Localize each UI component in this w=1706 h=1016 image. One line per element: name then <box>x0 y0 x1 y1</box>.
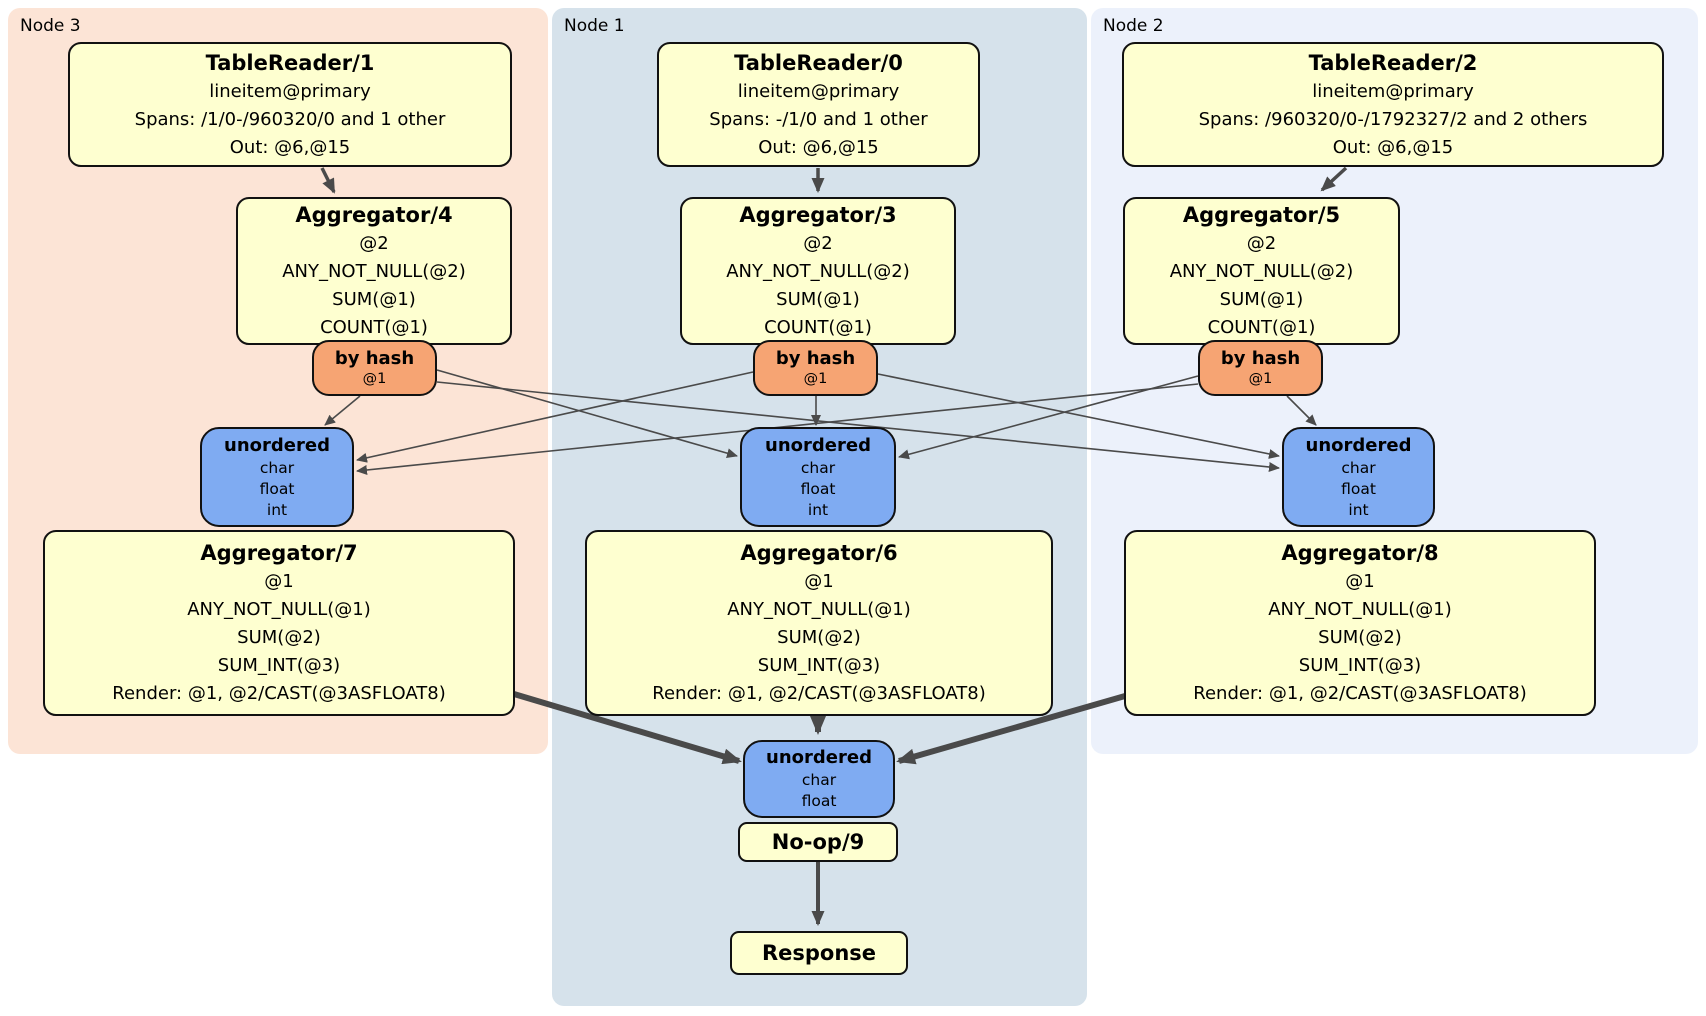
unordered3-col1: char <box>259 458 295 477</box>
response-title: Response <box>761 941 877 965</box>
aggregator6-title: Aggregator/6 <box>740 541 898 565</box>
edge-aggregator7-to-unordered_sink <box>513 691 742 765</box>
aggregator4-title: Aggregator/4 <box>295 203 453 227</box>
aggregator6-group: @1 <box>804 571 834 592</box>
byhash1-key: @1 <box>803 370 828 387</box>
tablereader2-node: TableReader/2 lineitem@primary Spans: /9… <box>1122 42 1664 167</box>
aggregator8-fn2: SUM(@2) <box>1318 627 1402 648</box>
byhash2-router: by hash @1 <box>1198 340 1323 396</box>
aggregator3-fn3: COUNT(@1) <box>764 317 872 338</box>
unordered3-stream: unordered char float int <box>200 427 354 527</box>
byhash3-title: by hash <box>334 347 415 369</box>
tablereader1-out: Out: @6,@15 <box>229 136 351 158</box>
tablereader2-index: lineitem@primary <box>1312 80 1474 102</box>
unordered2-stream: unordered char float int <box>1282 427 1435 527</box>
aggregator5-fn1: ANY_NOT_NULL(@2) <box>1169 261 1354 282</box>
aggregator8-fn3: SUM_INT(@3) <box>1298 655 1422 676</box>
aggregator5-title: Aggregator/5 <box>1182 203 1341 227</box>
edge-tablereader1-to-aggregator4 <box>320 167 336 194</box>
unordered1-stream: unordered char float int <box>740 427 896 527</box>
node1-panel-label: Node 1 <box>564 16 625 36</box>
unordered-sink-col1: char <box>801 771 837 789</box>
aggregator8-render: Render: @1, @2/CAST(@3ASFLOAT8) <box>1193 683 1527 704</box>
unordered1-col3: int <box>807 500 829 519</box>
edge-byhash3-to-unordered1 <box>436 369 738 459</box>
unordered-sink-stream: unordered char float <box>743 740 895 818</box>
aggregator4-node: Aggregator/4 @2 ANY_NOT_NULL(@2) SUM(@1)… <box>236 197 512 345</box>
aggregator6-fn3: SUM_INT(@3) <box>757 655 881 676</box>
byhash3-router: by hash @1 <box>312 340 437 396</box>
aggregator6-fn2: SUM(@2) <box>777 627 861 648</box>
aggregator3-node: Aggregator/3 @2 ANY_NOT_NULL(@2) SUM(@1)… <box>680 197 956 345</box>
unordered-sink-col2: float <box>801 792 837 810</box>
aggregator7-fn2: SUM(@2) <box>237 627 321 648</box>
aggregator7-fn3: SUM_INT(@3) <box>217 655 341 676</box>
aggregator5-fn2: SUM(@1) <box>1219 289 1304 310</box>
byhash1-router: by hash @1 <box>753 340 878 396</box>
aggregator5-group: @2 <box>1246 233 1277 254</box>
aggregator4-fn1: ANY_NOT_NULL(@2) <box>282 261 466 282</box>
aggregator7-title: Aggregator/7 <box>200 541 358 565</box>
aggregator3-fn1: ANY_NOT_NULL(@2) <box>726 261 910 282</box>
tablereader0-spans: Spans: -/1/0 and 1 other <box>709 108 928 130</box>
tablereader1-node: TableReader/1 lineitem@primary Spans: /1… <box>68 42 512 167</box>
unordered2-col3: int <box>1348 500 1369 519</box>
unordered1-title: unordered <box>765 434 871 456</box>
unordered3-col2: float <box>259 479 295 498</box>
aggregator8-title: Aggregator/8 <box>1281 541 1439 565</box>
aggregator6-render: Render: @1, @2/CAST(@3ASFLOAT8) <box>652 683 986 704</box>
edge-tablereader2-to-aggregator5 <box>1320 166 1348 192</box>
aggregator3-fn2: SUM(@1) <box>776 289 860 310</box>
unordered3-title: unordered <box>224 434 330 456</box>
aggregator4-fn2: SUM(@1) <box>332 289 416 310</box>
tablereader1-title: TableReader/1 <box>205 50 375 75</box>
unordered1-col1: char <box>800 458 836 477</box>
tablereader0-node: TableReader/0 lineitem@primary Spans: -/… <box>657 42 980 167</box>
edge-aggregator8-to-unordered_sink <box>896 693 1126 765</box>
unordered1-col2: float <box>800 479 836 498</box>
byhash1-title: by hash <box>775 347 856 369</box>
byhash3-key: @1 <box>362 370 387 387</box>
aggregator7-render: Render: @1, @2/CAST(@3ASFLOAT8) <box>112 683 446 704</box>
noop9-title: No-op/9 <box>771 830 865 854</box>
unordered2-col1: char <box>1341 458 1376 477</box>
byhash2-key: @1 <box>1248 370 1273 387</box>
edge-byhash1-to-unordered3 <box>356 371 754 463</box>
aggregator4-group: @2 <box>359 233 389 254</box>
unordered2-title: unordered <box>1305 434 1412 456</box>
tablereader2-spans: Spans: /960320/0-/1792327/2 and 2 others <box>1198 108 1588 130</box>
tablereader2-out: Out: @6,@15 <box>1332 136 1454 158</box>
aggregator3-group: @2 <box>803 233 833 254</box>
edge-byhash3-to-unordered3 <box>324 395 361 426</box>
node3-panel-label: Node 3 <box>20 16 81 36</box>
aggregator5-node: Aggregator/5 @2 ANY_NOT_NULL(@2) SUM(@1)… <box>1123 197 1400 345</box>
edge-byhash2-to-unordered2 <box>1286 395 1317 426</box>
aggregator4-fn3: COUNT(@1) <box>320 317 428 338</box>
tablereader1-index: lineitem@primary <box>209 80 371 102</box>
edge-byhash3-to-unordered2 <box>436 381 1280 472</box>
node2-panel-label: Node 2 <box>1103 16 1164 36</box>
aggregator6-node: Aggregator/6 @1 ANY_NOT_NULL(@1) SUM(@2)… <box>585 530 1053 716</box>
aggregator8-group: @1 <box>1345 571 1375 592</box>
noop9-node: No-op/9 <box>738 822 898 862</box>
aggregator7-fn1: ANY_NOT_NULL(@1) <box>187 599 371 620</box>
unordered-sink-title: unordered <box>766 747 872 768</box>
aggregator3-title: Aggregator/3 <box>739 203 897 227</box>
aggregator8-node: Aggregator/8 @1 ANY_NOT_NULL(@1) SUM(@2)… <box>1124 530 1596 716</box>
aggregator5-fn3: COUNT(@1) <box>1207 317 1316 338</box>
tablereader0-index: lineitem@primary <box>737 80 900 102</box>
aggregator7-group: @1 <box>264 571 294 592</box>
tablereader0-out: Out: @6,@15 <box>758 136 879 158</box>
unordered3-col3: int <box>266 500 288 519</box>
tablereader2-title: TableReader/2 <box>1308 50 1478 75</box>
edge-byhash1-to-unordered2 <box>877 373 1280 459</box>
unordered2-col2: float <box>1341 479 1376 498</box>
tablereader1-spans: Spans: /1/0-/960320/0 and 1 other <box>134 108 446 130</box>
response-node: Response <box>730 931 908 975</box>
tablereader0-title: TableReader/0 <box>734 50 903 75</box>
aggregator8-fn1: ANY_NOT_NULL(@1) <box>1268 599 1452 620</box>
aggregator6-fn1: ANY_NOT_NULL(@1) <box>727 599 911 620</box>
aggregator7-node: Aggregator/7 @1 ANY_NOT_NULL(@1) SUM(@2)… <box>43 530 515 716</box>
byhash2-title: by hash <box>1220 347 1301 369</box>
